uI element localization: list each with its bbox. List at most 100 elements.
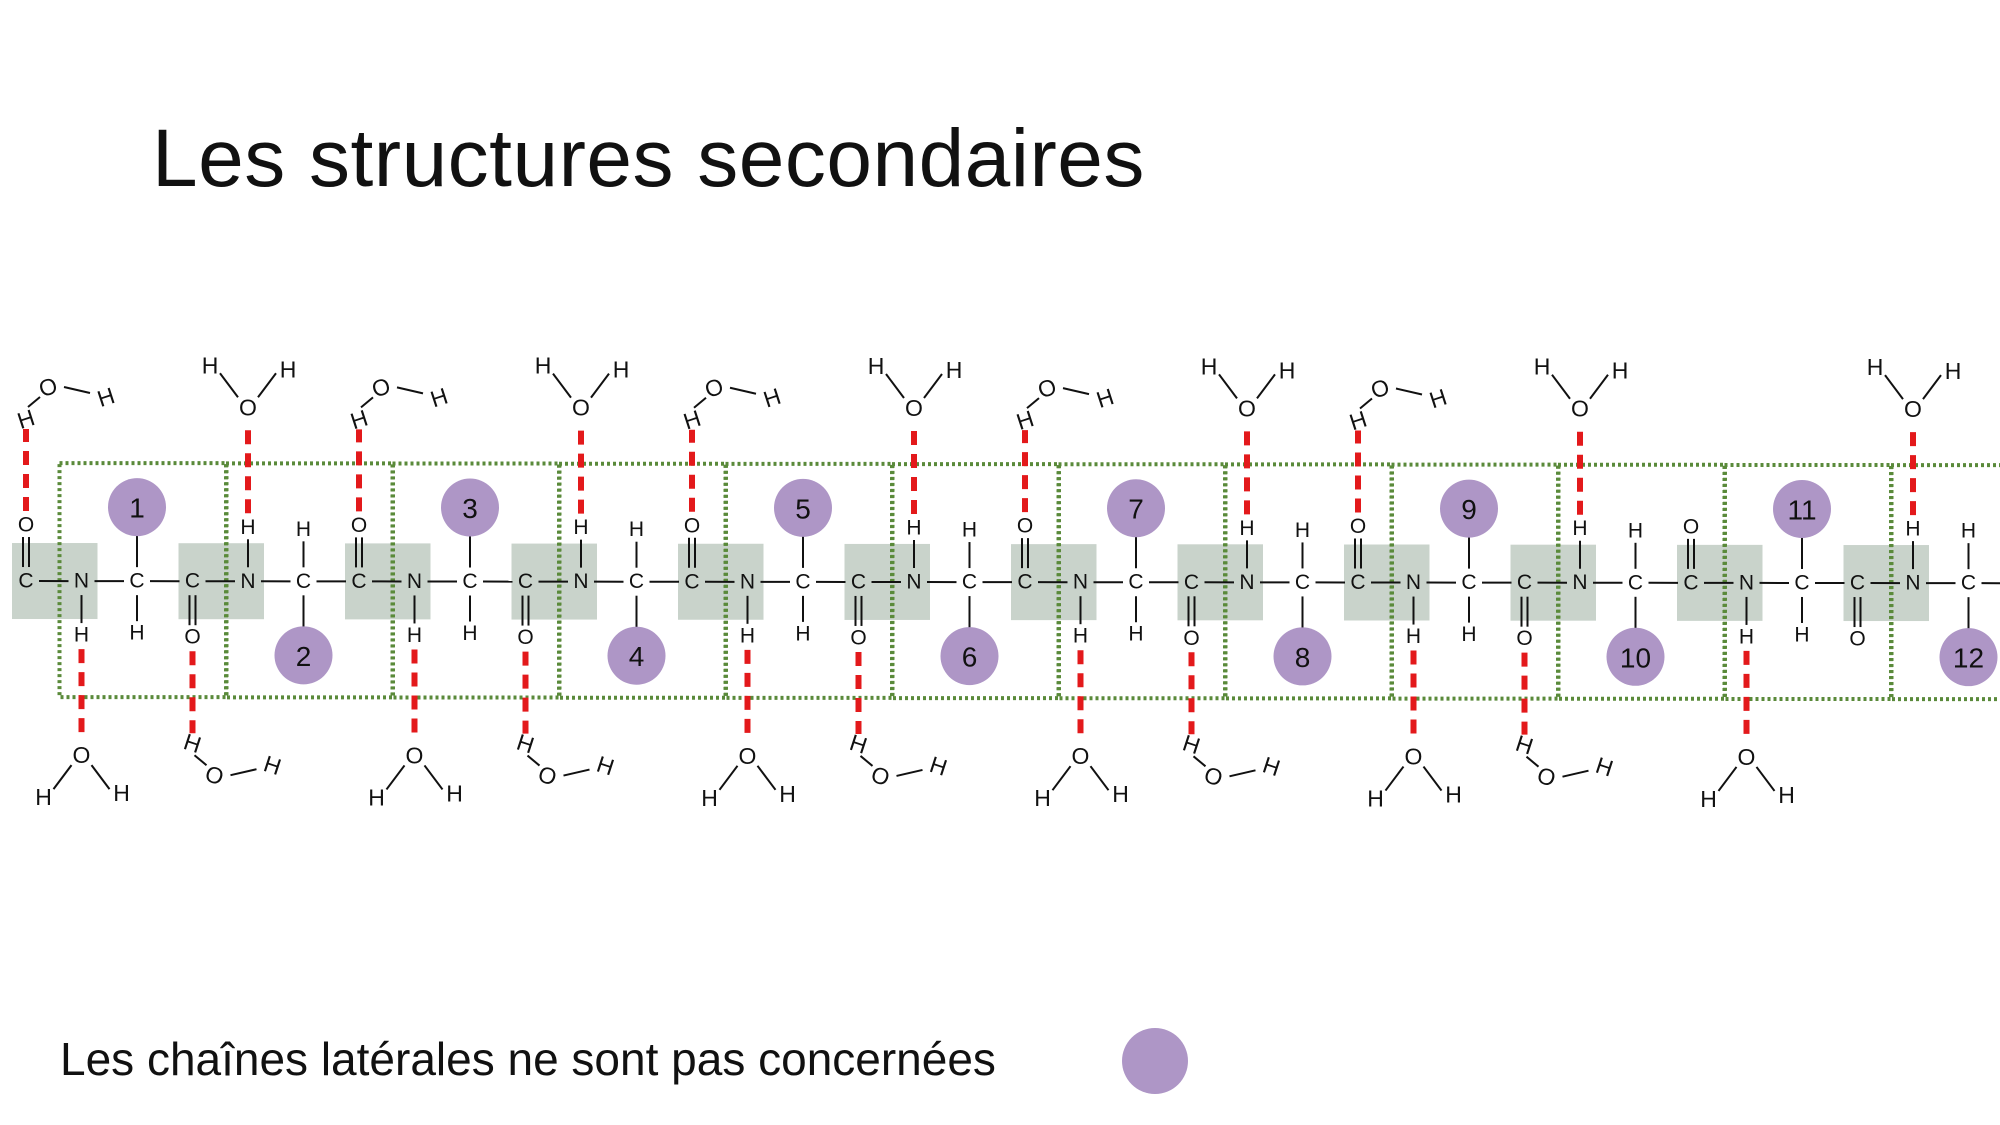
nitrogen-atom: N <box>1739 571 1754 594</box>
water-bond <box>230 768 257 777</box>
water-bond <box>1562 769 1589 778</box>
alpha-carbon-atom: C <box>1461 571 1476 594</box>
oxygen-atom: O <box>850 626 866 649</box>
water-bond <box>257 372 277 398</box>
water-hydrogen: H <box>868 353 885 379</box>
residue-number: 3 <box>462 493 478 524</box>
alpha-carbon-atom: C <box>629 570 644 593</box>
water-bond <box>693 396 707 409</box>
oxygen-atom: O <box>1683 515 1699 538</box>
water-bond <box>729 386 757 395</box>
water-hydrogen: H <box>1201 353 1218 379</box>
side-chain-circle <box>1440 479 1498 538</box>
water-hydrogen: H <box>1013 405 1037 435</box>
water-hydrogen: H <box>113 780 130 806</box>
water-hydrogen: H <box>1867 354 1884 380</box>
water-hydrogen: H <box>1346 406 1370 436</box>
water-hydrogen: H <box>1534 354 1551 380</box>
water-hydrogen: H <box>202 352 219 378</box>
water-bond <box>27 396 41 408</box>
water-hydrogen: H <box>1367 786 1384 812</box>
water-hydrogen: H <box>14 404 38 434</box>
water-hydrogen: H <box>535 353 552 379</box>
hydrogen-atom: H <box>1461 623 1476 646</box>
hydrogen-atom: H <box>629 518 644 541</box>
nitrogen-atom: N <box>1572 571 1587 594</box>
residue-number: 7 <box>1128 494 1144 525</box>
water-hydrogen: H <box>613 357 630 383</box>
hydrogen-atom: H <box>1239 517 1254 540</box>
carbon-atom: C <box>518 570 533 593</box>
side-chain-circle <box>274 626 333 685</box>
atoms: CONHCHCONHCHCONHCHCONHCHCONHCHCONHCHCONH… <box>18 514 1976 651</box>
hydrogen-atom: H <box>1628 519 1643 542</box>
oxygen-atom: O <box>1350 515 1366 538</box>
water-bond <box>1589 374 1609 400</box>
water-oxygen: O <box>73 742 91 768</box>
water-bond <box>859 755 874 767</box>
residue-number: 8 <box>1295 642 1311 673</box>
water-hydrogen: H <box>946 357 963 383</box>
hydrogen-atom: H <box>462 622 477 645</box>
alpha-carbon-atom: C <box>1128 571 1143 594</box>
water-bond <box>1089 765 1110 791</box>
water-bond <box>63 386 91 395</box>
water-hydrogen: H <box>927 751 951 781</box>
water-hydrogen: H <box>261 750 285 780</box>
carbon-atom: C <box>1350 571 1365 594</box>
hydrogen-atom: H <box>1572 517 1587 540</box>
water-oxygen: O <box>739 743 757 769</box>
nitrogen-atom: N <box>1406 571 1421 594</box>
oxygen-atom: O <box>684 514 700 537</box>
water-bond <box>552 373 572 399</box>
water-oxygen: O <box>1738 744 1756 770</box>
water-bond <box>1218 373 1238 399</box>
water-hydrogen: H <box>280 356 297 382</box>
water-bond <box>885 373 905 399</box>
water-bond <box>1359 397 1373 410</box>
water-bond <box>1884 374 1904 400</box>
oxygen-atom: O <box>351 514 367 537</box>
water-bond <box>1551 374 1571 400</box>
alpha-carbon-atom: C <box>462 570 477 593</box>
water-bond <box>718 765 739 791</box>
water-hydrogen: H <box>847 729 871 759</box>
water-bond <box>1192 755 1207 768</box>
alpha-carbon-atom: C <box>1961 572 1976 595</box>
oxygen-atom: O <box>18 514 34 537</box>
hydrogen-atom: H <box>407 624 422 647</box>
side-chain-circle <box>441 478 499 537</box>
water-bond <box>1422 765 1443 792</box>
alpha-carbon-atom: C <box>1628 571 1643 594</box>
water-bond <box>1755 766 1776 792</box>
water-hydrogen: H <box>181 728 205 758</box>
hydrogen-atom: H <box>129 622 144 645</box>
hydrogen-atom: H <box>740 624 755 647</box>
water-hydrogen: H <box>1279 357 1296 383</box>
nitrogen-atom: N <box>407 570 422 593</box>
nitrogen-atom: N <box>906 571 921 594</box>
hydrogen-bonds <box>23 429 1916 735</box>
hydrogen-atom: H <box>795 622 810 645</box>
water-oxygen: O <box>1904 396 1922 422</box>
hydrogen-atom: H <box>240 516 255 539</box>
side-chain-circle <box>1939 628 1998 687</box>
slide-title: Les structures secondaires <box>152 113 1145 204</box>
water-bond <box>526 754 541 767</box>
water-oxygen: O <box>406 742 424 768</box>
water-hydrogen: H <box>1945 358 1962 384</box>
water-oxygen: O <box>572 395 590 421</box>
carbon-atom: C <box>1850 572 1865 595</box>
water-oxygen: O <box>1238 395 1256 421</box>
water-bond <box>219 372 239 398</box>
water-hydrogen: H <box>1778 782 1795 808</box>
carbon-atom: C <box>18 570 33 593</box>
water-hydrogen: H <box>368 784 385 810</box>
hydrogen-atom: H <box>1128 623 1143 646</box>
water-bond <box>1922 374 1942 400</box>
water-hydrogen: H <box>347 404 371 434</box>
water-hydrogen: H <box>94 382 118 412</box>
